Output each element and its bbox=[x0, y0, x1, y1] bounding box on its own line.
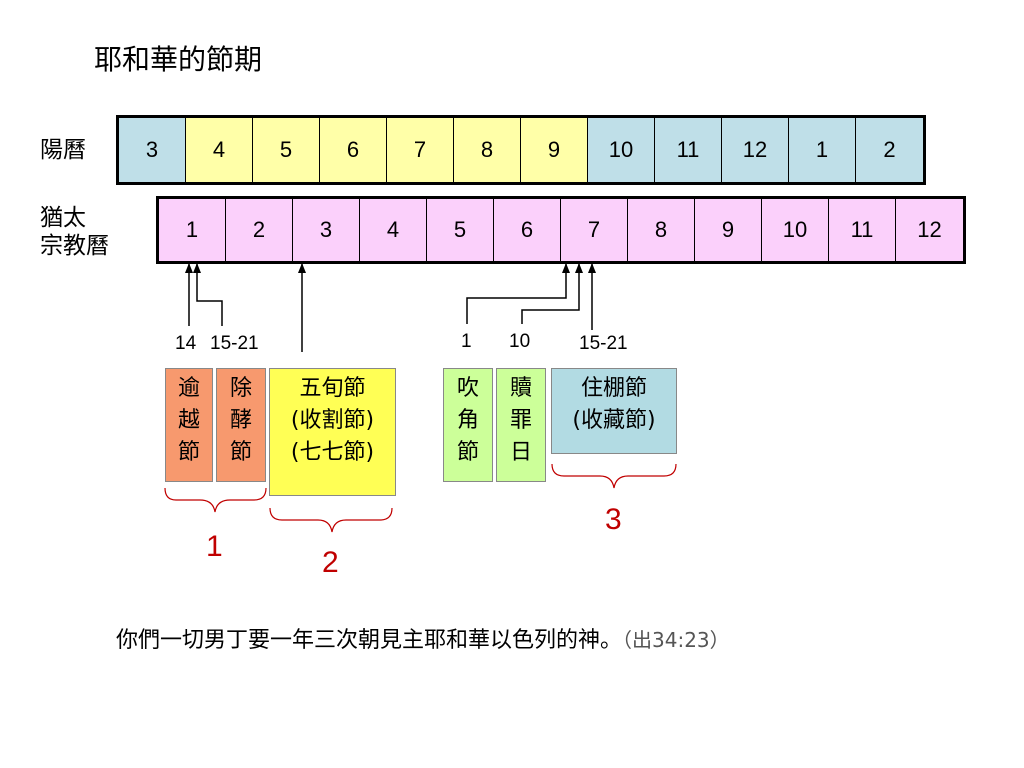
unleavened-label: 除酵節 bbox=[230, 376, 253, 465]
group-1-number: 1 bbox=[206, 530, 223, 563]
gregorian-month-cell: 7 bbox=[387, 118, 454, 182]
tabernacles-box: 住棚節 (收藏節) bbox=[551, 368, 677, 454]
atonement-label: 贖罪日 bbox=[510, 376, 533, 465]
trumpets-arrow bbox=[466, 263, 570, 324]
atonement-box: 贖罪日 bbox=[496, 368, 546, 482]
trumpets-day-label: 1 bbox=[461, 331, 472, 352]
pentecost-label: 五旬節 bbox=[299, 376, 366, 401]
group-2-number: 2 bbox=[322, 546, 339, 579]
jewish-month-cell: 11 bbox=[829, 199, 896, 261]
gregorian-month-cell: 10 bbox=[588, 118, 655, 182]
group-1-brace bbox=[164, 487, 267, 513]
pentecost-alt-label-2: (七七節) bbox=[290, 440, 375, 465]
tabernacles-days-label: 15-21 bbox=[579, 333, 628, 354]
jewish-month-cell: 9 bbox=[695, 199, 762, 261]
jewish-month-cell: 12 bbox=[896, 199, 963, 261]
gregorian-month-cell: 9 bbox=[521, 118, 588, 182]
jewish-month-cell: 3 bbox=[293, 199, 360, 261]
unleavened-box: 除酵節 bbox=[216, 368, 266, 482]
jewish-month-cell: 6 bbox=[494, 199, 561, 261]
jewish-month-cell: 7 bbox=[561, 199, 628, 261]
jewish-row-label-line2: 宗教曆 bbox=[40, 233, 109, 259]
gregorian-month-bar: 3 4 5 6 7 8 9 10 11 12 1 2 bbox=[116, 115, 926, 185]
jewish-row-label-line1: 猶太 bbox=[40, 205, 86, 231]
tabernacles-alt-label: (收藏節) bbox=[572, 408, 656, 433]
jewish-month-cell: 4 bbox=[360, 199, 427, 261]
jewish-month-cell: 10 bbox=[762, 199, 829, 261]
trumpets-box: 吹角節 bbox=[443, 368, 493, 482]
jewish-month-cell: 8 bbox=[628, 199, 695, 261]
gregorian-month-cell: 11 bbox=[655, 118, 722, 182]
jewish-month-cell: 2 bbox=[226, 199, 293, 261]
atonement-arrow bbox=[521, 263, 583, 324]
verse-quote: 你們一切男丁要一年三次朝見主耶和華以色列的神。（出34:23） bbox=[116, 623, 730, 658]
group-3-number: 3 bbox=[605, 503, 622, 536]
gregorian-month-cell: 3 bbox=[119, 118, 186, 182]
gregorian-month-cell: 5 bbox=[253, 118, 320, 182]
atonement-day-label: 10 bbox=[509, 331, 531, 352]
group-3-brace bbox=[551, 463, 677, 489]
tabernacles-label: 住棚節 bbox=[580, 376, 647, 401]
jewish-month-bar: 1 2 3 4 5 6 7 8 9 10 11 12 bbox=[156, 196, 966, 264]
jewish-month-cell: 5 bbox=[427, 199, 494, 261]
pentecost-alt-label-1: (收割節) bbox=[290, 408, 375, 433]
jewish-row-label: 猶太 宗教曆 bbox=[40, 204, 109, 260]
jewish-month-cell: 1 bbox=[159, 199, 226, 261]
gregorian-month-cell: 2 bbox=[856, 118, 923, 182]
passover-day-label: 14 bbox=[175, 333, 197, 354]
gregorian-month-cell: 4 bbox=[186, 118, 253, 182]
pentecost-box: 五旬節 (收割節) (七七節) bbox=[269, 368, 396, 496]
gregorian-month-cell: 6 bbox=[320, 118, 387, 182]
unleavened-days-label: 15-21 bbox=[210, 333, 259, 354]
gregorian-month-cell: 8 bbox=[454, 118, 521, 182]
verse-reference: （出34:23） bbox=[622, 628, 730, 652]
passover-box: 逾越節 bbox=[165, 368, 213, 482]
page-title: 耶和華的節期 bbox=[94, 43, 263, 76]
gregorian-month-cell: 1 bbox=[789, 118, 856, 182]
gregorian-month-cell: 12 bbox=[722, 118, 789, 182]
verse-text: 你們一切男丁要一年三次朝見主耶和華以色列的神。 bbox=[116, 628, 623, 653]
unleavened-arrow bbox=[193, 263, 223, 326]
gregorian-row-label: 陽曆 bbox=[40, 137, 86, 163]
group-2-brace bbox=[269, 507, 393, 533]
passover-label: 逾越節 bbox=[178, 376, 201, 465]
trumpets-label: 吹角節 bbox=[457, 376, 480, 465]
